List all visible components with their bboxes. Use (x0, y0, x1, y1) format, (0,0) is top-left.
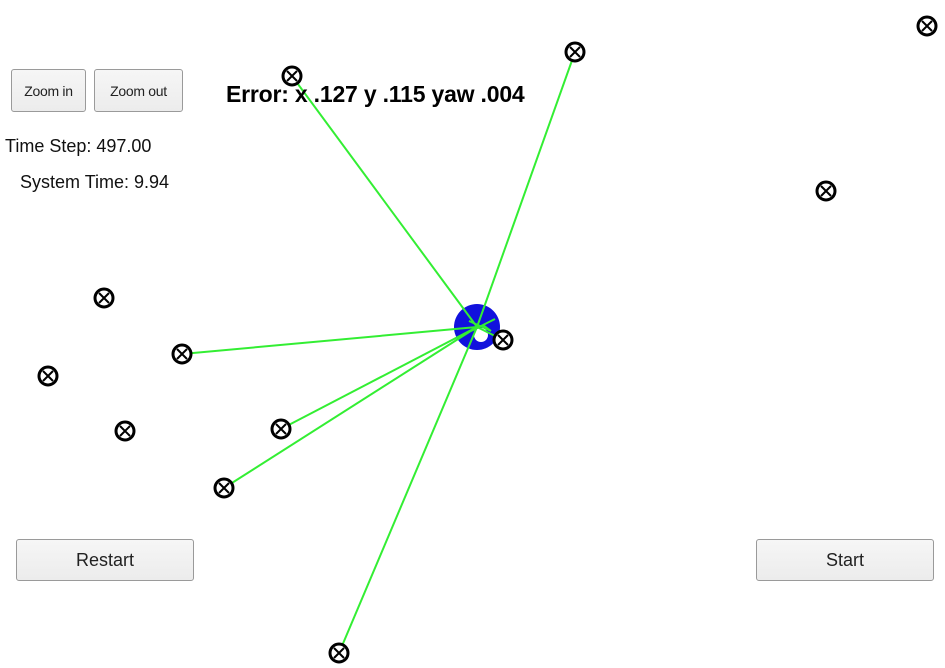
landmark-icon (93, 287, 115, 309)
landmark-icon (270, 418, 292, 440)
landmark-icon (564, 41, 586, 63)
landmark-icon (171, 343, 193, 365)
restart-button[interactable]: Restart (16, 539, 194, 581)
landmark-icon (815, 180, 837, 202)
landmark-icon (213, 477, 235, 499)
zoom-out-button[interactable]: Zoom out (94, 69, 183, 112)
observation-line (476, 51, 576, 328)
landmark-icon (37, 365, 59, 387)
observation-line (291, 75, 478, 328)
vehicle-arrows-icon (468, 318, 496, 332)
start-button[interactable]: Start (756, 539, 934, 581)
time-step-label: Time Step: 497.00 (5, 136, 152, 156)
landmark-icon (114, 420, 136, 442)
system-time-label: System Time: 9.94 (20, 172, 170, 192)
observation-line (338, 326, 478, 654)
observation-line (280, 326, 478, 430)
error-readout: Error: x .127 y .115 yaw .004 (226, 81, 525, 107)
landmark-icon (916, 15, 938, 37)
zoom-in-button[interactable]: Zoom in (11, 69, 86, 112)
landmark-icon (492, 329, 514, 351)
landmark-icon (281, 65, 303, 87)
observation-line (223, 326, 478, 489)
observation-line (181, 326, 478, 355)
landmark-icon (328, 642, 350, 664)
